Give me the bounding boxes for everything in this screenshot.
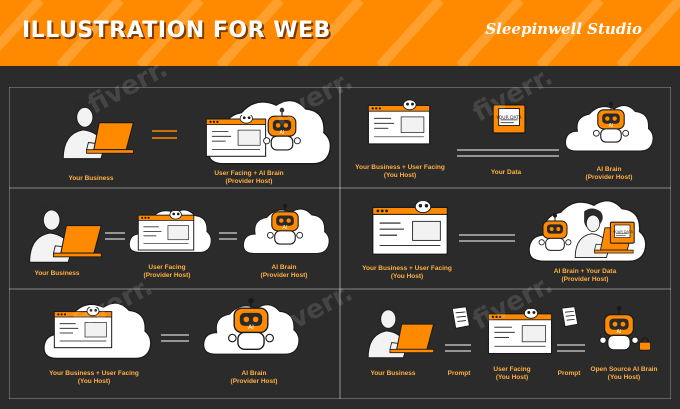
- caption-prompt: Prompt: [557, 370, 581, 377]
- caption-your-business-user-facing: Your Business + User Facing(You Host): [355, 164, 445, 179]
- caption-your-business-user-facing: Your Business + User Facing(You Host): [49, 370, 139, 385]
- person-icon: [367, 301, 435, 359]
- caption-user-facing-ai-brain: User Facing + AI Brain(Provider Host): [214, 170, 284, 185]
- caption-ai-brain: AI Brain(Provider Host): [260, 264, 308, 279]
- caption-ai-brain-your-data: AI Brain + Your Data(Provider Host): [553, 268, 617, 283]
- banner-stripes: [0, 0, 680, 66]
- panel-6: AI: [367, 301, 652, 359]
- caption-your-business: Your Business: [34, 270, 80, 277]
- robot-label: AI: [283, 225, 288, 231]
- robot-icon: [599, 305, 639, 351]
- caption-user-facing: User Facing(You Host): [493, 366, 531, 381]
- caption-your-data: Your Data: [490, 169, 522, 176]
- arrows-icon: [457, 149, 559, 157]
- lock-icon: [638, 337, 652, 351]
- robot-label: AI: [617, 329, 622, 335]
- page-title: ILLUSTRATION FOR WEB: [22, 18, 331, 43]
- panel-1: AI: [62, 98, 332, 165]
- arrows-icon: [219, 232, 237, 240]
- browser-window-icon: [205, 115, 267, 157]
- studio-name: Sleepinwell Studio: [485, 20, 642, 38]
- caption-your-business-user-facing: Your Business + User Facing(You Host): [362, 265, 452, 280]
- browser-window-icon: [367, 99, 431, 145]
- prompt-paper-icon: [451, 306, 471, 329]
- prompt-paper-icon: [561, 306, 579, 328]
- caption-prompt: Prompt: [447, 370, 471, 377]
- robot-label: AI: [280, 130, 285, 136]
- caption-ai-brain: AI Brain(Provider Host): [230, 370, 278, 385]
- panel-3: AI: [28, 201, 330, 263]
- panel-dividers: [9, 87, 671, 399]
- caption-open-source-ai-brain: Open Source AI Brain(You Host): [590, 366, 658, 381]
- arrows-icon: [445, 344, 471, 352]
- panel-4: YOUR DATA: [372, 200, 647, 262]
- caption-ai-brain: AI Brain(Provider Host): [585, 166, 633, 181]
- person-icon: [28, 201, 102, 263]
- data-card-label: YOUR DATA: [495, 115, 522, 121]
- caption-your-business: Your Business: [370, 370, 416, 377]
- arrows-icon: [557, 344, 585, 352]
- robot-label: AI: [248, 324, 254, 331]
- arrows-icon: [459, 234, 515, 242]
- arrows-icon: [105, 232, 125, 240]
- browser-window-icon: [372, 201, 448, 255]
- robot-label: AI: [609, 123, 614, 129]
- browser-window-icon: [137, 211, 195, 251]
- arrows-icon: [152, 130, 177, 139]
- diagram-board: AI YOUR DATA AI: [9, 87, 671, 399]
- panel-2: YOUR DATA AI: [367, 99, 654, 157]
- caption-user-facing: User Facing(Provider Host): [143, 264, 191, 279]
- panel-5: AI: [43, 297, 300, 360]
- arrows-icon: [161, 334, 189, 342]
- data-card-label: YOUR DATA: [613, 230, 633, 234]
- header-banner: ILLUSTRATION FOR WEB Sleepinwell Studio: [0, 0, 680, 66]
- caption-your-business: Your Business: [68, 175, 114, 182]
